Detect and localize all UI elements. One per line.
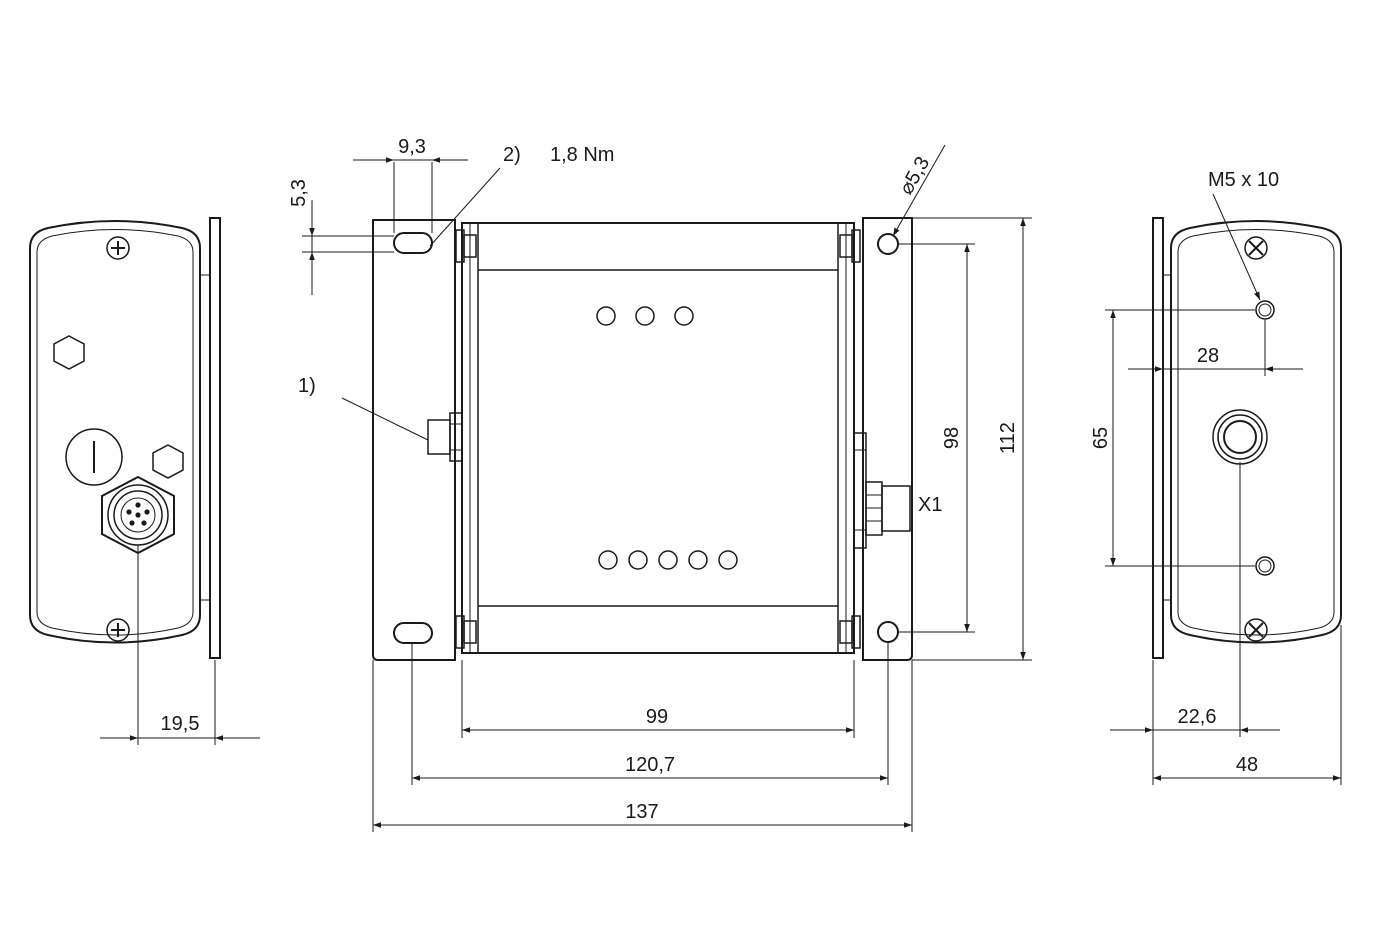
dim-overall-height: 112: [997, 422, 1019, 454]
left-bracket: [372, 219, 456, 661]
dim-side-offset: 19,5: [161, 713, 200, 735]
right-bracket: [862, 217, 913, 661]
front-view: 1) X1 9,3 5,3 2) 1,8 Nm ⌀5,3: [288, 136, 1032, 832]
potentiometer-icon: [65, 428, 123, 486]
mounting-hole: [877, 233, 899, 255]
led-icon: [628, 550, 648, 570]
callout-hole-diameter: ⌀5,3: [895, 153, 934, 199]
dim-slot-height: 5,3: [288, 179, 310, 207]
screw-icon: [106, 236, 130, 260]
mounting-plate-edge: [209, 217, 221, 659]
mounting-slot: [393, 622, 433, 644]
callout-torque: 1,8 Nm: [550, 144, 614, 166]
hex-nut-icon: [152, 444, 184, 479]
cable-gland-icon: [1212, 409, 1268, 465]
dim-thread-pitch: 65: [1090, 427, 1112, 449]
mounting-slot: [393, 232, 433, 254]
dim-body-width: 99: [646, 706, 668, 728]
m12-connector-icon: [101, 475, 175, 555]
led-icon: [688, 550, 708, 570]
led-row-bottom: [598, 550, 738, 570]
led-icon: [674, 306, 694, 326]
callout-torque-ref: 2): [503, 144, 521, 166]
screw-icon: [1244, 618, 1268, 642]
dim-depth: 48: [1236, 754, 1258, 776]
hex-nut-icon: [53, 335, 85, 370]
potentiometer-side-icon: [427, 412, 463, 462]
led-icon: [596, 306, 616, 326]
dim-slot-pitch: 120,7: [625, 754, 675, 776]
dim-overall-width: 137: [625, 801, 658, 823]
mounting-plate-edge: [1152, 217, 1164, 659]
callout-thread: M5 x 10: [1208, 169, 1279, 191]
led-icon: [635, 306, 655, 326]
screw-icon: [106, 618, 130, 642]
dim-center-offset: 22,6: [1178, 706, 1217, 728]
left-side-view: 19,5: [29, 217, 260, 745]
label-x1: X1: [918, 494, 942, 516]
led-icon: [658, 550, 678, 570]
mounting-hole: [877, 621, 899, 643]
right-side-view: M5 x 10 65 28 22,6 48: [1090, 169, 1342, 785]
thread-hole: [1255, 556, 1275, 576]
dim-thread-offset: 28: [1197, 345, 1219, 367]
dim-hole-pitch: 98: [941, 427, 963, 449]
callout-part-1: 1): [298, 375, 316, 397]
housing: [461, 222, 855, 654]
led-row-top: [596, 306, 694, 326]
led-icon: [598, 550, 618, 570]
x1-connector-icon: [853, 432, 911, 549]
screw-icon: [1244, 236, 1268, 260]
thread-hole: [1255, 300, 1275, 320]
dim-slot-width: 9,3: [398, 136, 426, 158]
led-icon: [718, 550, 738, 570]
